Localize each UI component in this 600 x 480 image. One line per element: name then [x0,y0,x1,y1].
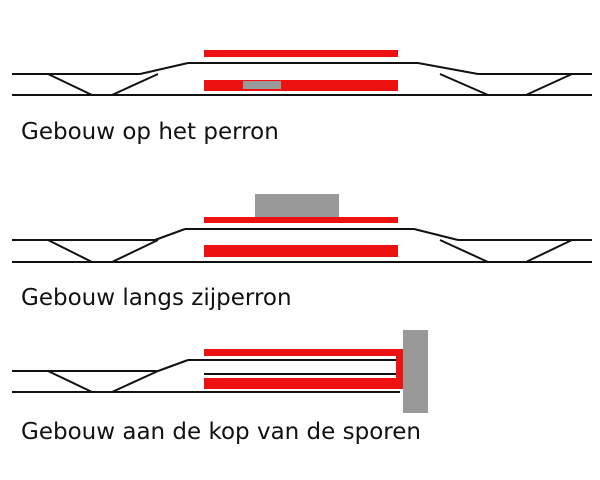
track-layout [12,228,592,263]
track-layout [12,359,400,393]
platform-lower [204,80,398,91]
platform-lower [204,245,398,257]
track-left-crossover-b [111,239,159,263]
track-left-crossover-b [111,73,159,96]
platform-head [396,349,404,389]
track-left-crossover-b [111,370,159,393]
track-left-approach [139,62,189,75]
track-layout [12,62,592,96]
caption: Gebouw aan de kop van de sporen [21,419,421,445]
station-building [243,81,281,89]
track-left-crossover-a [47,239,93,263]
track-right-approach [417,62,479,75]
platform-lower [204,378,400,389]
track-left-approach [154,228,186,241]
station-building [255,194,339,218]
platform-upper [204,217,398,223]
track-left-crossover-a [47,73,93,96]
track-right-crossover-a [439,73,489,96]
diagram-building-at-track-head: Gebouw aan de kop van de sporen [12,330,428,445]
track-right-crossover-a [439,239,489,263]
track-left-crossover-a [47,370,93,393]
diagram-building-on-platform: Gebouw op het perron [12,50,592,145]
track-left-approach [157,359,189,372]
diagram-building-beside-side-platform: Gebouw langs zijperron [12,194,592,311]
caption: Gebouw op het perron [21,119,279,145]
platform-upper [204,50,398,57]
station-building [403,330,428,413]
caption: Gebouw langs zijperron [21,285,292,311]
platform-upper [204,349,400,356]
track-right-approach [413,228,459,241]
track-right-crossover-b [525,73,573,96]
track-right-crossover-b [525,239,573,263]
